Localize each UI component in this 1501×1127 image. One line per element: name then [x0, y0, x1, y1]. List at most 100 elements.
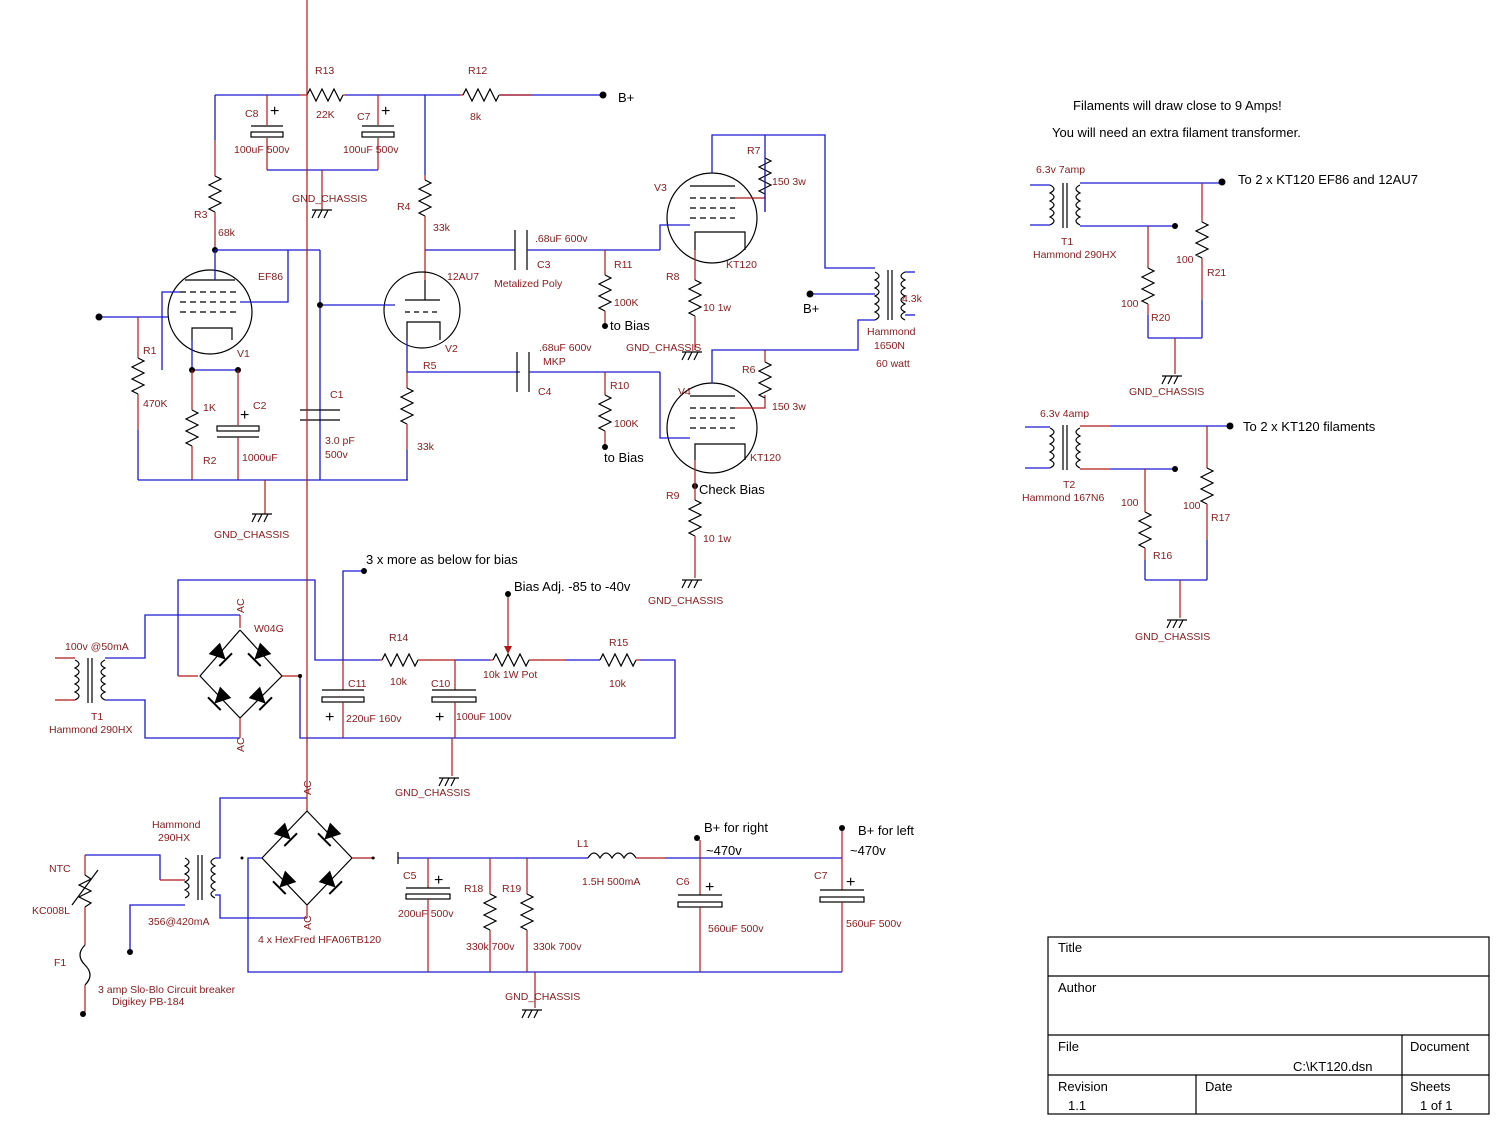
f1-value: 3 amp Slo-Blo Circuit breaker [98, 984, 236, 996]
output-stage [659, 134, 915, 589]
ground-symbol-icon [1161, 375, 1183, 385]
svg-text:+: + [435, 709, 444, 726]
r15-value: 10k [609, 678, 627, 690]
r17-ref: R17 [1211, 512, 1230, 524]
w04g-ref: W04G [254, 623, 284, 635]
t1f-name: Hammond 290HX [1033, 249, 1116, 261]
file-label: File [1058, 1039, 1079, 1054]
ground-symbol-icon [521, 1009, 543, 1019]
r4-value: 33k [433, 222, 451, 234]
r17-value: 100 [1183, 500, 1201, 512]
t1b-value: 100v @50mA [65, 641, 129, 653]
r21-ref: R21 [1207, 267, 1226, 279]
svg-text:+: + [325, 709, 334, 726]
r7-value: 150 3w [772, 176, 806, 188]
svg-text:+: + [846, 874, 855, 891]
f1-ref: F1 [54, 957, 66, 969]
c7b-ref: C7 [814, 870, 828, 882]
svg-text:+: + [705, 879, 714, 896]
r9-ref: R9 [666, 490, 680, 502]
c4-ref: C4 [538, 386, 552, 398]
gnd-label-7: GND_CHASSIS [395, 787, 470, 799]
c10-value: 100uF 100v [456, 711, 512, 723]
r11-ref: R11 [614, 259, 633, 271]
r8-ref: R8 [666, 271, 680, 283]
pot-value: 10k 1W Pot [483, 669, 537, 681]
revision-value: 1.1 [1068, 1098, 1086, 1113]
ntc-ref: NTC [49, 863, 71, 875]
r14-value: 10k [390, 676, 408, 688]
r13-ref: R13 [315, 65, 334, 77]
c5-value: 200uF 500v [398, 908, 454, 920]
c11-value: 220uF 160v [346, 713, 402, 725]
bplus-left-label: B+ for left [858, 823, 914, 838]
bplus-ot-label: B+ [803, 301, 819, 316]
c11-ref: C11 [348, 678, 367, 690]
v4-ref: V4 [678, 386, 691, 398]
filament-section [1025, 178, 1234, 629]
r9-value: 10 1w [703, 533, 731, 545]
gnd-label-2: GND_CHASSIS [214, 529, 289, 541]
c6-ref: C6 [676, 876, 690, 888]
c8-value: 100uF 500v [234, 144, 290, 156]
v2-ref: V2 [445, 343, 458, 355]
gnd-label-3: GND_CHASSIS [626, 342, 701, 354]
t1b-name: Hammond 290HX [49, 724, 132, 736]
ground-symbol-icon [681, 579, 703, 589]
gnd-label-6: GND_CHASSIS [1135, 631, 1210, 643]
r1-ref: R1 [143, 345, 157, 357]
r16-value: 100 [1121, 497, 1139, 509]
c5-ref: C5 [403, 870, 417, 882]
c8-ref: C8 [245, 108, 259, 120]
title-block: Title Author File C:\KT120.dsn Document … [1047, 936, 1490, 1115]
ground-symbol-icon [251, 513, 273, 523]
r4-ref: R4 [397, 201, 411, 213]
labels: R13 22K R12 8k B+ C8 100uF 500v C7 100uF… [32, 65, 1418, 1008]
r20-value: 100 [1121, 298, 1139, 310]
bias-supply: + + [55, 568, 676, 787]
c1-value: 3.0 pF [325, 435, 355, 447]
fil-net-2: To 2 x KT120 filaments [1243, 419, 1376, 434]
w04g-ac-top: AC [235, 598, 247, 613]
svg-text:+: + [240, 407, 249, 424]
r10-value: 100K [614, 418, 639, 430]
c7b-value: 560uF 500v [846, 918, 902, 930]
document-label: Document [1410, 1039, 1470, 1054]
r5-value: 33k [417, 441, 435, 453]
l1-value: 1.5H 500mA [582, 876, 640, 888]
c7a-ref: C7 [357, 111, 371, 123]
c1-value2: 500v [325, 449, 349, 461]
t1b-ref: T1 [91, 711, 103, 723]
file-value: C:\KT120.dsn [1293, 1059, 1373, 1074]
r6-ref: R6 [742, 364, 756, 376]
check-bias-label: Check Bias [699, 482, 765, 497]
l1-ref: L1 [577, 838, 589, 850]
r2-value: 1K [203, 402, 216, 414]
r8-value: 10 1w [703, 302, 731, 314]
to-bias-label-2: to Bias [604, 450, 644, 465]
pt-secondary: 356@420mA [148, 916, 209, 928]
c10-ref: C10 [431, 678, 450, 690]
r19-value: 330k 700v [533, 941, 582, 953]
f1-value2: Digikey PB-184 [112, 996, 185, 1008]
c2-ref: C2 [253, 400, 267, 412]
svg-text:+: + [434, 872, 443, 889]
br-ac-top: AC [302, 780, 314, 795]
ot-model: 1650N [874, 340, 905, 352]
date-label: Date [1205, 1079, 1232, 1094]
ot-power: 60 watt [876, 358, 910, 370]
ground-symbol-icon [311, 209, 333, 219]
v1-ref: V1 [237, 348, 250, 360]
r15-ref: R15 [609, 637, 628, 649]
c6-value: 560uF 500v [708, 923, 764, 935]
author-label: Author [1058, 980, 1097, 995]
ground-symbol-icon [438, 777, 460, 787]
r18-ref: R18 [464, 883, 483, 895]
ground-symbol-icon [1166, 619, 1188, 629]
note-extra-transformer: You will need an extra filament transfor… [1052, 125, 1301, 140]
r20-ref: R20 [1151, 312, 1170, 324]
r7-ref: R7 [747, 145, 761, 157]
v4-value: KT120 [750, 452, 781, 464]
c3-value: .68uF 600v [535, 233, 588, 245]
w04g-ac-bottom: AC [235, 737, 247, 752]
